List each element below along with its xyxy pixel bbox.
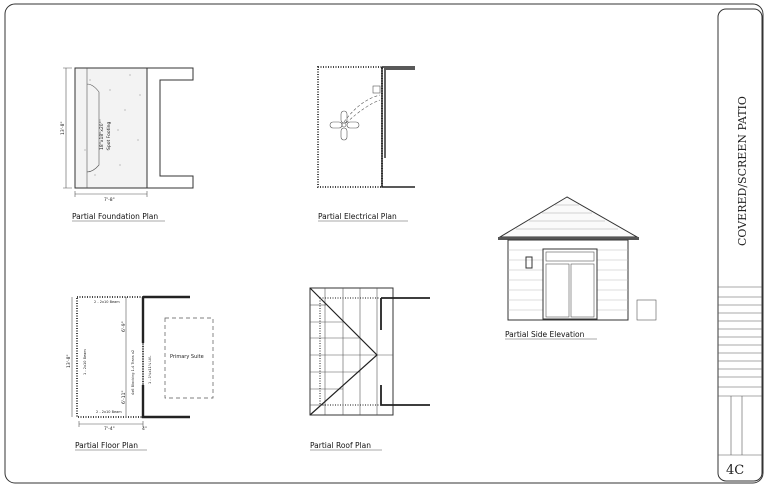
title-block: COVERED/SCREEN PATIO 4C bbox=[717, 8, 763, 482]
fascia bbox=[498, 237, 639, 240]
ac-unit bbox=[636, 299, 657, 321]
primary-suite-outline bbox=[164, 317, 214, 399]
beam-bottom: 2 - 2x10 Beam bbox=[96, 410, 122, 414]
sheet-border bbox=[4, 3, 764, 484]
dimension-line bbox=[74, 191, 148, 197]
foundation-plan-title: Partial Foundation Plan bbox=[72, 212, 158, 221]
switch-box bbox=[372, 85, 381, 94]
electrical-plan: Partial Electrical Plan bbox=[317, 66, 415, 222]
wall-lantern-icon bbox=[525, 256, 533, 269]
wall bbox=[141, 295, 190, 419]
lvl-note: 1 - 1¾x11⅞ LVL bbox=[148, 356, 152, 384]
wall-outline bbox=[147, 67, 194, 189]
transom bbox=[545, 251, 595, 262]
dim-height: 13'-8" bbox=[60, 121, 66, 135]
blocking-note: 4x6 Blocking 1-4 Trans x2 bbox=[131, 350, 135, 395]
room-label: Primary Suite bbox=[170, 354, 204, 360]
footing-note-2: Spot Footing bbox=[106, 122, 112, 150]
ceiling-fan-icon bbox=[329, 110, 360, 141]
dim-width: 7'-8" bbox=[104, 197, 115, 203]
sheet-title: COVERED/SCREEN PATIO bbox=[736, 96, 749, 246]
side-elevation: Partial Side Elevation bbox=[498, 196, 657, 340]
dimension-line bbox=[63, 67, 72, 189]
roof-outline bbox=[309, 287, 394, 416]
beam-left: 1 - 2x10 Beam bbox=[83, 349, 87, 375]
hip-roof bbox=[498, 196, 639, 238]
side-elevation-title: Partial Side Elevation bbox=[505, 330, 585, 339]
foundation-plan: 18"x18"x20" Spot Footing 13'-8" 7'-8" Pa… bbox=[60, 67, 194, 222]
sliding-door bbox=[542, 248, 598, 320]
dim-height: 13'-8" bbox=[66, 354, 72, 368]
sheet-number: 4C bbox=[726, 463, 744, 478]
roof-plan: Partial Roof Plan bbox=[309, 287, 430, 451]
roof-plan-title: Partial Roof Plan bbox=[310, 441, 371, 450]
dim-upper: 6'-9" bbox=[121, 321, 127, 332]
wall bbox=[380, 297, 430, 406]
dim-width: 7'-4" bbox=[104, 426, 115, 432]
dim-wall: 4" bbox=[142, 426, 147, 432]
floor-plan-title: Partial Floor Plan bbox=[75, 441, 138, 450]
framing-outline bbox=[317, 66, 383, 188]
beam-top: 2 - 2x10 Beam bbox=[94, 300, 120, 304]
hip-lines bbox=[309, 287, 378, 416]
circuit-wire bbox=[343, 94, 381, 124]
wall bbox=[381, 66, 415, 188]
footing-note-1: 18"x18"x20" bbox=[99, 121, 105, 150]
spot-footing bbox=[86, 68, 100, 188]
dim-lower: 6'-11" bbox=[121, 390, 127, 404]
electrical-plan-title: Partial Electrical Plan bbox=[318, 212, 397, 221]
floor-plan: 2 - 2x10 Beam 2 - 2x10 Beam 1 - 2x10 Bea… bbox=[66, 295, 214, 451]
